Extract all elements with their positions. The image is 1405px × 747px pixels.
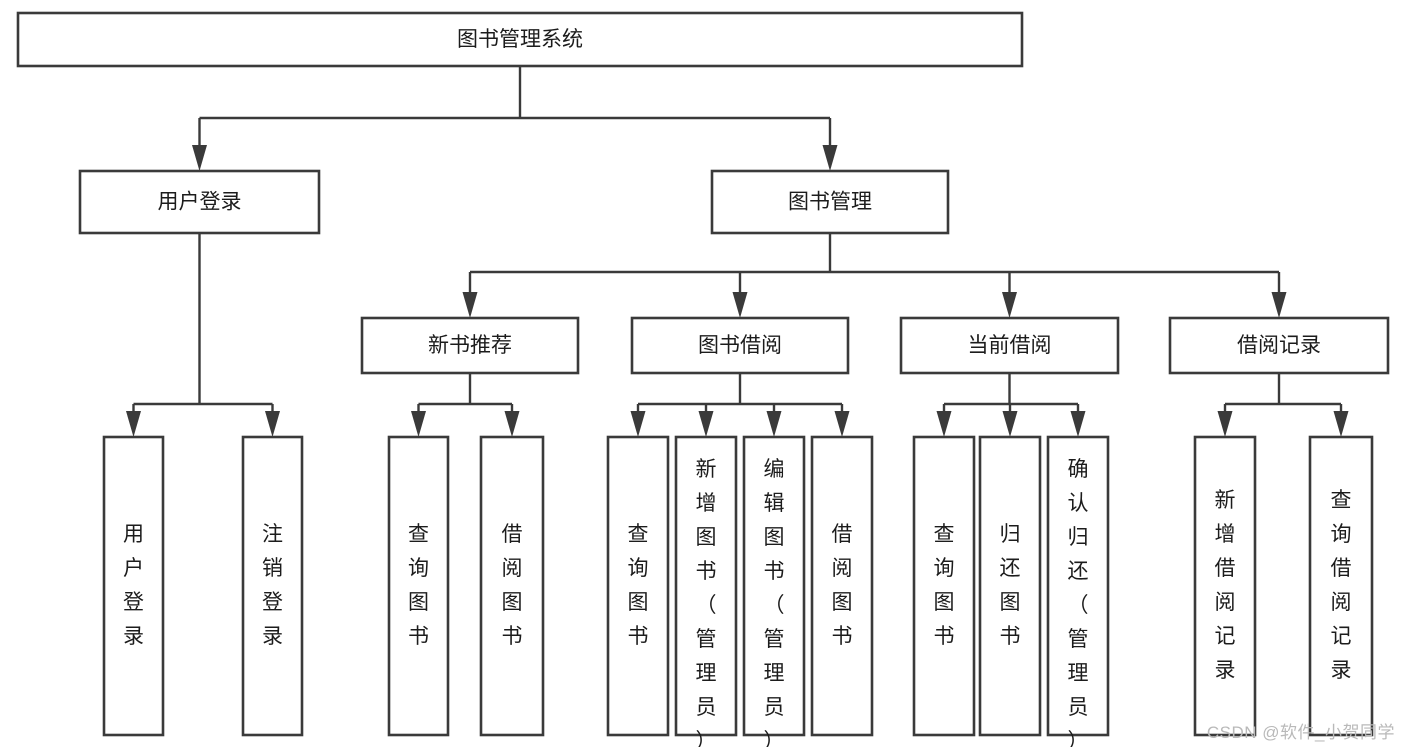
node-box[interactable]	[241, 435, 304, 737]
arrow-head-icon	[411, 411, 426, 437]
node-label: 确认归还（管理员）	[1068, 458, 1089, 747]
node-box[interactable]	[387, 435, 450, 737]
node-label: 图书借阅	[698, 334, 782, 357]
arrow-head-icon	[732, 292, 748, 318]
node-label: 查询借阅记录	[1331, 489, 1352, 682]
node-box[interactable]	[742, 435, 806, 737]
arrow-head-icon	[1070, 411, 1086, 437]
arrow-head-icon	[126, 411, 141, 437]
node-leaf-add-record[interactable]: 新增借阅记录	[1193, 435, 1257, 737]
node-label: 用户登录	[123, 523, 144, 648]
node-label: 归还图书	[1000, 523, 1021, 648]
node-label: 新增图书（管理员）	[696, 458, 717, 747]
arrow-head-icon	[630, 411, 646, 437]
arrow-head-icon	[265, 411, 280, 437]
arrow-head-icon	[822, 145, 838, 171]
node-label: 当前借阅	[968, 334, 1052, 357]
node-leaf-query-book-2[interactable]: 查询图书	[606, 435, 670, 737]
node-label: 用户登录	[158, 191, 242, 214]
arrow-head-icon	[504, 411, 520, 437]
node-box[interactable]	[899, 316, 1120, 375]
node-book-manage[interactable]: 图书管理	[710, 169, 950, 235]
node-label: 查询图书	[408, 523, 429, 648]
connector-group	[936, 373, 1086, 437]
node-leaf-borrow-book-1[interactable]: 借阅图书	[479, 435, 545, 737]
node-new-book-rec[interactable]: 新书推荐	[360, 316, 580, 375]
arrow-head-icon	[1333, 411, 1349, 437]
node-box[interactable]	[630, 316, 850, 375]
node-leaf-borrow-book-2[interactable]: 借阅图书	[810, 435, 874, 737]
node-box[interactable]	[16, 11, 1024, 68]
connector-group	[1217, 373, 1349, 437]
arrow-head-icon	[1002, 292, 1017, 318]
arrow-head-icon	[1002, 411, 1018, 437]
node-label: 借阅图书	[832, 523, 853, 648]
connector-group	[462, 233, 1287, 318]
node-borrow-record[interactable]: 借阅记录	[1168, 316, 1390, 375]
connector-group	[192, 66, 838, 171]
node-box[interactable]	[710, 169, 950, 235]
arrow-head-icon	[834, 411, 850, 437]
node-leaf-query-record[interactable]: 查询借阅记录	[1308, 435, 1374, 737]
node-leaf-edit-book[interactable]: 编辑图书（管理员）	[742, 435, 806, 747]
node-root[interactable]: 图书管理系统	[16, 11, 1024, 68]
connectors-layer	[126, 66, 1349, 437]
node-book-borrow[interactable]: 图书借阅	[630, 316, 850, 375]
node-box[interactable]	[1046, 435, 1110, 737]
node-leaf-query-book-3[interactable]: 查询图书	[912, 435, 976, 737]
nodes-layer: 图书管理系统用户登录图书管理新书推荐图书借阅当前借阅借阅记录用户登录注销登录查询…	[16, 11, 1390, 747]
connector-group	[126, 233, 280, 437]
arrow-head-icon	[192, 145, 207, 171]
node-leaf-confirm-return[interactable]: 确认归还（管理员）	[1046, 435, 1110, 747]
connector-group	[630, 373, 850, 437]
node-box[interactable]	[674, 435, 738, 737]
node-box[interactable]	[360, 316, 580, 375]
node-box[interactable]	[1308, 435, 1374, 737]
node-user-login[interactable]: 用户登录	[78, 169, 321, 235]
node-box[interactable]	[810, 435, 874, 737]
node-leaf-query-book-1[interactable]: 查询图书	[387, 435, 450, 737]
node-leaf-return-book[interactable]: 归还图书	[978, 435, 1042, 737]
node-label: 注销登录	[262, 523, 283, 648]
arrow-head-icon	[1271, 292, 1287, 318]
arrow-head-icon	[936, 411, 952, 437]
node-label: 借阅记录	[1237, 334, 1321, 357]
node-box[interactable]	[978, 435, 1042, 737]
arrow-head-icon	[698, 411, 714, 437]
node-label: 图书管理	[788, 191, 872, 214]
node-label: 新书推荐	[428, 334, 512, 357]
node-label: 查询图书	[628, 523, 649, 648]
connector-group	[411, 373, 520, 437]
node-box[interactable]	[912, 435, 976, 737]
node-label: 编辑图书（管理员）	[764, 458, 785, 747]
node-box[interactable]	[606, 435, 670, 737]
node-current-borrow[interactable]: 当前借阅	[899, 316, 1120, 375]
node-label: 图书管理系统	[457, 28, 583, 51]
node-label: 查询图书	[934, 523, 955, 648]
node-leaf-logout[interactable]: 注销登录	[241, 435, 304, 737]
node-leaf-user-login[interactable]: 用户登录	[102, 435, 165, 737]
node-box[interactable]	[1193, 435, 1257, 737]
node-box[interactable]	[78, 169, 321, 235]
arrow-head-icon	[1217, 411, 1233, 437]
node-box[interactable]	[102, 435, 165, 737]
node-box[interactable]	[1168, 316, 1390, 375]
node-box[interactable]	[479, 435, 545, 737]
arrow-head-icon	[462, 292, 478, 318]
node-label: 新增借阅记录	[1215, 489, 1236, 682]
node-leaf-add-book[interactable]: 新增图书（管理员）	[674, 435, 738, 747]
node-label: 借阅图书	[502, 523, 523, 648]
arrow-head-icon	[766, 411, 782, 437]
